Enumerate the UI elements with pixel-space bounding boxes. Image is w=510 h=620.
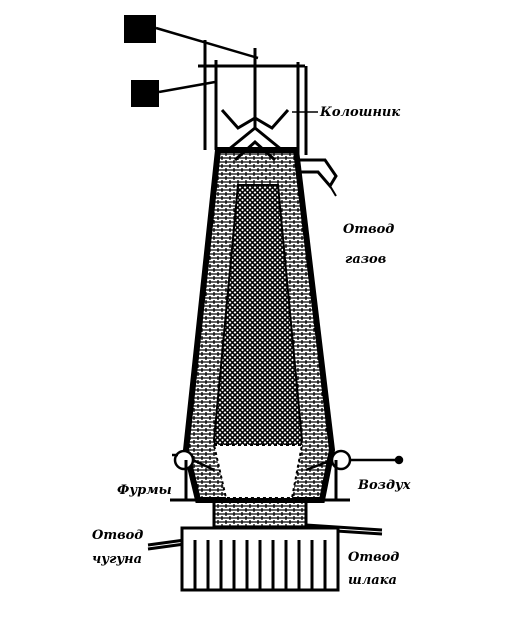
foundation-piers [193,540,327,590]
label-iron-line2: чугуна [92,552,143,567]
label-top: Колошник [320,105,401,120]
bosh-zone [212,444,304,499]
hoist-rails [155,26,259,94]
hearth [212,498,308,530]
skip-bin-upper [124,15,156,43]
label-gas-line2: газов [345,252,387,267]
label-gas-line1: Отвод [343,222,395,237]
tuyere-left [172,449,215,472]
label-tuyeres: Фурмы [117,483,172,498]
top-gantry [198,40,308,160]
label-air: Воздух [358,478,411,493]
label-slag-line1: Отвод [348,550,400,565]
label-iron-line1: Отвод [92,528,144,543]
skip-bin-lower [131,80,159,107]
label-slag-line2: шлака [348,573,397,588]
